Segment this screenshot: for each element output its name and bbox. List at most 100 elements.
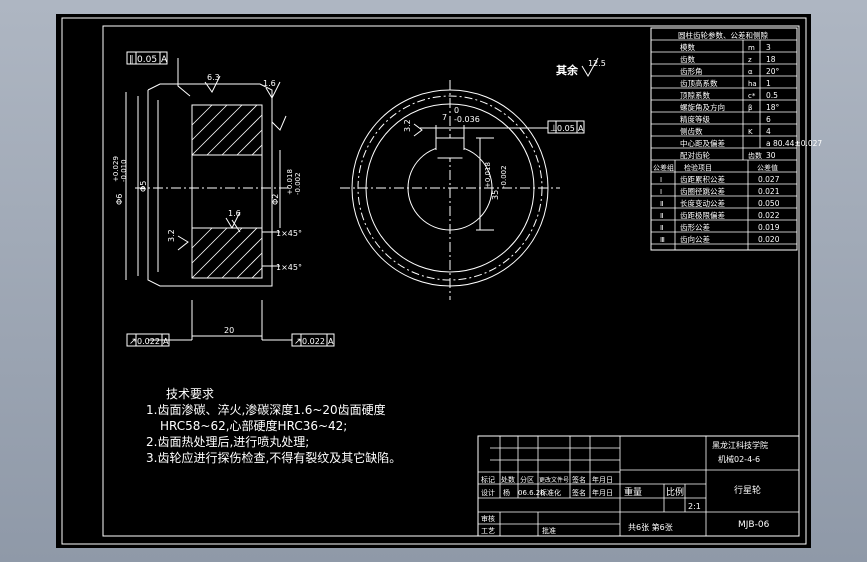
tol-row-name: 长度变动公差 <box>680 198 725 208</box>
tb-mark: 标记 <box>481 475 495 484</box>
param-row-sym: β <box>748 104 752 112</box>
gear-front-view <box>340 80 560 300</box>
dim-tip-tol-up: +0.029 <box>112 156 120 182</box>
param-row-sym: z <box>748 56 752 64</box>
param-row-val: 1 <box>766 79 771 88</box>
param-row-sym: ha <box>748 80 757 88</box>
tb-date: 06.6.20 <box>518 489 545 497</box>
note-line-2: HRC58~62,心部硬度HRC36~42; <box>160 419 348 433</box>
gear-section-view <box>125 58 292 341</box>
tb-drawing-no: MJB-06 <box>738 520 770 530</box>
tol-row-group: Ⅱ <box>660 224 663 232</box>
tb-part-name: 行星轮 <box>734 484 761 496</box>
tol-row-name: 齿距累积公差 <box>680 174 725 184</box>
svg-text:↗: ↗ <box>129 337 137 347</box>
tol-header-item: 检验项目 <box>684 163 712 172</box>
tol-row-name: 齿向公差 <box>680 234 710 244</box>
dim-key: 7 <box>442 113 447 122</box>
drawing-sheet: ∥ 0.05 A 6.3 1.6 1.6 3.2 Φ6 +0.029 -0.01… <box>56 14 822 548</box>
param-row-val: 6 <box>766 115 771 124</box>
tol-row-group: Ⅱ <box>660 200 663 208</box>
outer-frame <box>61 17 807 545</box>
tol-row-group: Ⅰ <box>660 188 662 196</box>
svg-text:∥: ∥ <box>129 55 134 65</box>
tb-count: 处数 <box>501 475 515 484</box>
tb-scale-label: 比例 <box>666 486 684 498</box>
tol-frame-runout-right <box>291 333 335 347</box>
title-block <box>477 435 800 537</box>
param-row-val: 4 <box>766 127 771 136</box>
tb-change-doc: 更改文件号 <box>539 476 569 484</box>
dim-key-tol-up: 0 <box>454 106 459 115</box>
note-line-4: 3.齿轮应进行探伤检查,不得有裂纹及其它缺陷。 <box>146 451 402 465</box>
dim-tip-tol-dn: -0.010 <box>120 159 128 182</box>
tb-date-label: 年月日 <box>592 475 613 484</box>
tb-signature: 签名 <box>572 475 586 484</box>
tb-sheets: 共6张 第6张 <box>628 522 673 532</box>
dim-bore-tol-dn: -0.002 <box>294 172 302 195</box>
tb-scale: 2:1 <box>688 502 701 511</box>
param-row-val: 0.5 <box>766 91 778 100</box>
dim-keydepth: 35 <box>491 190 500 200</box>
param-row-name: 精度等级 <box>680 114 710 124</box>
param-row-name: 配对齿轮 <box>680 150 710 160</box>
tb-approve: 批准 <box>542 526 556 535</box>
param-row-sym: c* <box>748 92 756 100</box>
tol-runout-right: 0.022 <box>302 337 325 346</box>
tol-row-name: 齿形公差 <box>680 222 710 232</box>
tol-perp: 0.05 <box>557 124 575 133</box>
tol-row-group: Ⅲ <box>660 236 665 244</box>
tol-row-group: Ⅰ <box>660 176 662 184</box>
param-row-val: 18° <box>766 103 780 112</box>
dim-keydepth-tol-up: +0.018 <box>484 162 492 188</box>
tb-class: 机械02-4-6 <box>718 454 760 464</box>
datum-label: A <box>161 55 168 65</box>
cad-drawing: ∥ 0.05 A 6.3 1.6 1.6 3.2 Φ6 +0.029 -0.01… <box>61 17 822 545</box>
param-row-sym: 齿数 <box>748 151 762 160</box>
param-table-title: 圆柱齿轮参数、公差和侧隙 <box>678 30 768 40</box>
roughness-6-3: 6.3 <box>207 73 220 82</box>
roughness-1-6-b: 1.6 <box>228 209 241 218</box>
note-line-1: 1.齿面渗碳、淬火,渗碳深度1.6~20齿面硬度 <box>146 403 386 417</box>
tol-row-val: 0.021 <box>758 187 780 196</box>
chamfer-1: 1×45° <box>276 229 302 238</box>
roughness-3-2-b: 3.2 <box>403 119 412 132</box>
tol-header-group: 公差组 <box>653 163 674 172</box>
notes-title: 技术要求 <box>166 387 215 401</box>
svg-text:⊥: ⊥ <box>550 124 558 134</box>
dim-root: Φ5 <box>139 181 148 192</box>
tol-row-val: 0.019 <box>758 223 780 232</box>
tb-review: 审核 <box>481 514 495 523</box>
tb-zone: 分区 <box>520 475 534 484</box>
tol-row-group: Ⅱ <box>660 212 663 220</box>
tol-row-val: 0.050 <box>758 199 780 208</box>
param-row-name: 螺旋角及方向 <box>680 102 725 112</box>
param-row-name: 侧齿数 <box>680 126 703 136</box>
tb-std: 标准化 <box>540 488 561 497</box>
dim-width: 20 <box>224 326 234 335</box>
param-row-sym: α <box>748 68 753 76</box>
dim-key-tol-dn: -0.036 <box>454 115 480 124</box>
param-row-sym: K <box>748 128 753 136</box>
param-row-val: 20° <box>766 67 780 76</box>
tol-runout-left: 0.022 <box>137 337 160 346</box>
technical-requirements: 技术要求 1.齿面渗碳、淬火,渗碳深度1.6~20齿面硬度 HRC58~62,心… <box>146 386 401 466</box>
param-row-val: 18 <box>766 55 776 64</box>
tb-school: 黑龙江科技学院 <box>712 440 768 450</box>
param-row-sym: m <box>748 44 755 52</box>
param-row-name: 顶隙系数 <box>680 90 710 100</box>
param-row-name: 齿顶高系数 <box>680 78 718 88</box>
dim-keydepth-tol-dn: -0.002 <box>500 165 508 188</box>
svg-text:A: A <box>163 337 169 346</box>
svg-text:↗: ↗ <box>294 337 302 347</box>
tb-weight-label: 重量 <box>624 486 642 498</box>
tol-parallel: 0.05 <box>137 55 157 65</box>
param-row-name: 中心距及偏差 <box>680 138 725 148</box>
parameter-table <box>650 27 798 251</box>
tol-row-name: 齿距极限偏差 <box>680 210 725 220</box>
tol-header-value: 公差值 <box>757 163 778 172</box>
param-row-val: 30 <box>766 151 776 160</box>
tb-designer: 设计 <box>481 488 495 497</box>
dim-bore: Φ2 <box>271 194 280 205</box>
tol-frame-perp <box>547 120 585 134</box>
